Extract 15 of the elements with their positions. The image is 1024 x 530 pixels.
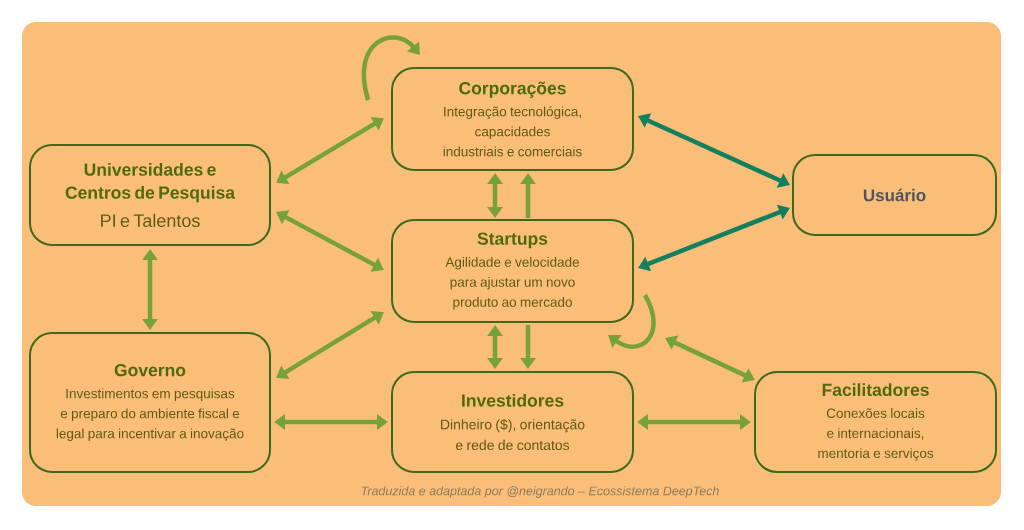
arrow: [276, 210, 384, 272]
rounded-box: Startups Agilidade e velocidade para ajustar um novo produto ao mercado: [391, 219, 634, 323]
arrow: [276, 116, 384, 185]
arrow: [276, 311, 384, 379]
arrow: [638, 204, 790, 272]
rounded-box: Universidades e Centros de Pesquisa PI e Talentos: [29, 144, 271, 246]
arrow: [361, 35, 420, 101]
rounded-box: Investidores Dinheiro ($), orientação e rede de contatos: [391, 371, 634, 473]
arrow: [638, 113, 790, 188]
rounded-box: Usuário: [792, 154, 997, 236]
rounded-box: Corporações Integração tecnológica, capacidades industriais e comerciais: [391, 67, 634, 171]
rounded-box: Governo Investimentos em pesquisas e preparo do ambiente fiscal e legal para incentivar a inovação: [29, 332, 271, 473]
arrow: [608, 294, 656, 349]
rounded-box: Facilitadores Conexões locais e internacionais, mentoria e serviços: [754, 371, 997, 473]
caption: Traduzida e adaptada por @neigrando – Ecossistema DeepTech: [361, 486, 719, 498]
